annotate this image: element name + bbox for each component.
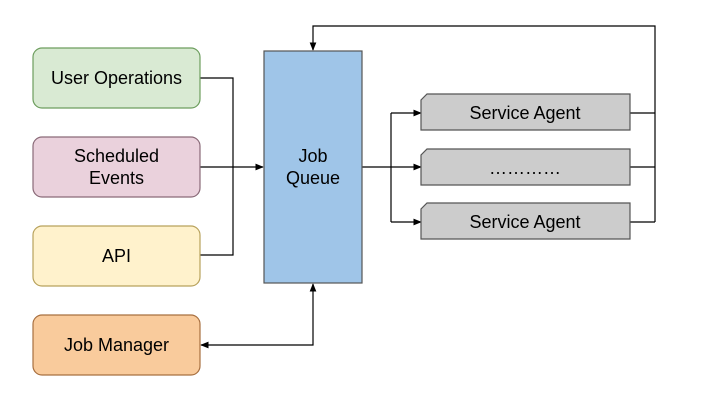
source-box-api: API [32,225,201,287]
queue-job-manager-arrow [200,283,317,349]
label-line: Job [298,146,327,166]
service-agent-ellipsis-shape [420,148,631,186]
job-queue-box [263,50,363,284]
service-agent-2-shape [420,202,631,240]
label-line: Scheduled [74,146,159,166]
connectors [200,25,656,349]
label-line: API [102,246,131,266]
label-line: User Operations [51,68,182,88]
label-line: Queue [286,168,340,188]
label-line: Job Manager [64,335,169,355]
feedback-to-queue-arrow [309,25,656,222]
service-agent-1-group: Service Agent [420,93,631,131]
scheduled-events-box [32,136,201,198]
api-box [32,225,201,287]
service-agent-2-group: Service Agent [420,202,631,240]
source-box-user-operations: User Operations [32,47,201,109]
api-label: API [102,246,131,266]
label-line: Events [89,168,144,188]
job-manager-box [32,314,201,376]
service-agent-1-shape [420,93,631,131]
service-agent-1-label: Service Agent [469,103,580,123]
api-connector [200,167,234,256]
service-agent-2-label: Service Agent [469,212,580,232]
user-operations-connector [200,77,234,167]
service-agent-ellipsis-group: ………… [420,148,631,186]
job-manager-group: Job Manager [32,314,201,376]
user-operations-label: User Operations [51,68,182,88]
service-agent-ellipsis-label: ………… [489,158,561,178]
job-manager-label: Job Manager [64,335,169,355]
user-operations-box [32,47,201,109]
